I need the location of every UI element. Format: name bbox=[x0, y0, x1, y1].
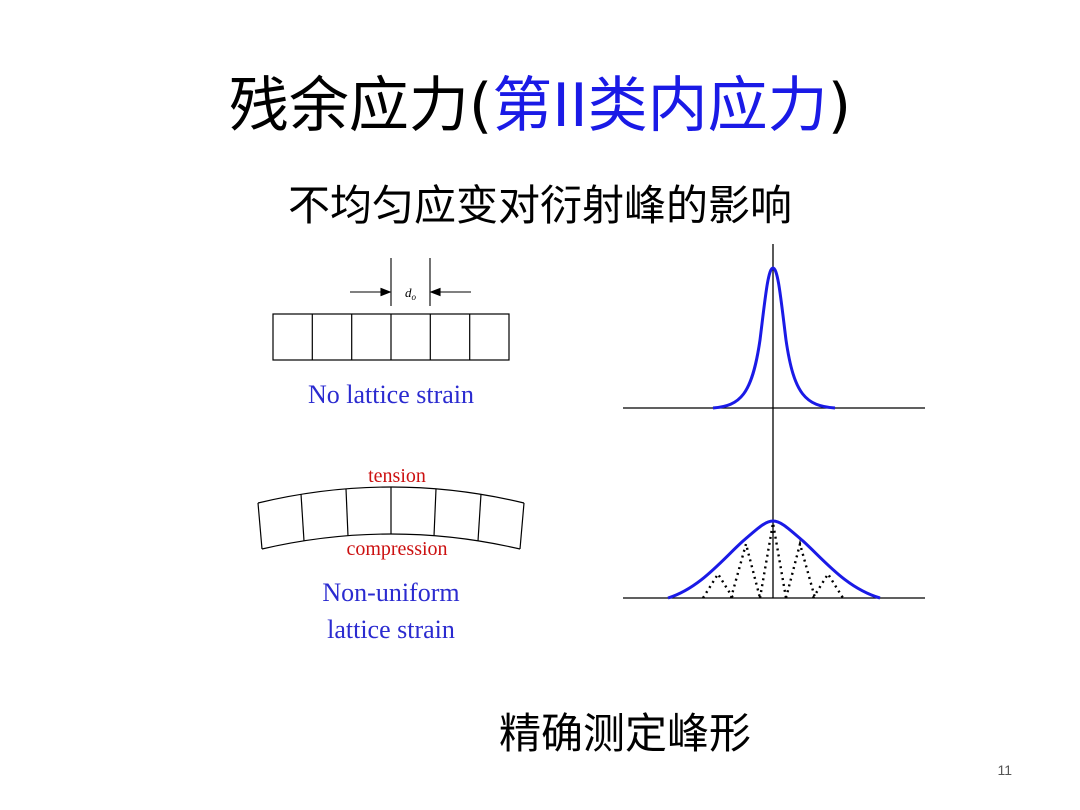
page-number: 11 bbox=[997, 762, 1012, 778]
unstrained-lattice bbox=[272, 313, 510, 361]
lattice-cell-divider bbox=[257, 502, 263, 550]
slide-subtitle: 不均匀应变对衍射峰的影响 bbox=[287, 181, 792, 230]
title-main: 残余应力( bbox=[228, 71, 493, 141]
lattice-cell-divider bbox=[519, 502, 525, 550]
sub-peak-curve bbox=[784, 539, 817, 599]
strained-lattice bbox=[257, 486, 525, 550]
sub-peak-curve bbox=[758, 522, 788, 599]
arrow-head-icon bbox=[429, 287, 441, 297]
spacing-marker bbox=[350, 258, 471, 306]
compression-label: compression bbox=[346, 538, 447, 560]
no-strain-label: No lattice strain bbox=[308, 380, 474, 409]
slide-footer-text: 精确测定峰形 bbox=[498, 709, 751, 758]
lattice-cell-divider bbox=[300, 493, 305, 542]
spacing-label: do bbox=[405, 285, 417, 302]
broadened-peak-curve bbox=[667, 519, 881, 600]
title-accent: 第II类内应力 bbox=[492, 71, 828, 141]
arrow-head-icon bbox=[380, 287, 392, 297]
sub-peak-curve bbox=[701, 571, 735, 599]
sub-peaks bbox=[701, 522, 845, 599]
lattice-cell-divider bbox=[345, 488, 349, 537]
sub-peak-curve bbox=[811, 571, 845, 599]
lattice-cell-divider bbox=[433, 488, 437, 537]
peak-axes bbox=[623, 244, 925, 599]
nonuniform-label-line2: lattice strain bbox=[327, 615, 455, 644]
sub-peak-curve bbox=[729, 539, 762, 599]
sharp-peak-curve bbox=[712, 266, 836, 410]
tension-label: tension bbox=[368, 465, 426, 487]
title-close: ) bbox=[827, 71, 852, 141]
slide-title: 残余应力(第II类内应力) bbox=[0, 66, 1080, 146]
lattice-cell-divider bbox=[477, 493, 482, 542]
lattice-bottom-arc bbox=[261, 533, 521, 550]
nonuniform-label-line1: Non-uniform bbox=[322, 578, 459, 607]
